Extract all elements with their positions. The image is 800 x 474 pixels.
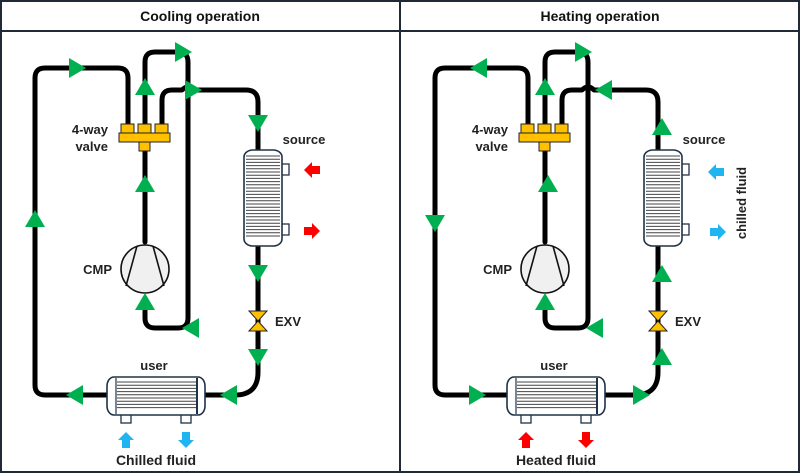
source-fluid-in-arrow-icon — [304, 162, 320, 178]
flow-arrow-icon — [535, 78, 555, 95]
expansion-valve-icon — [647, 310, 669, 332]
user-fluid-out-arrow-icon — [578, 432, 594, 448]
pipe-valve-to-source — [559, 84, 661, 153]
compressor-label: CMP — [483, 262, 512, 277]
source-heat-exchanger-icon — [243, 149, 290, 247]
flow-arrow-icon — [425, 215, 445, 232]
flow-arrow-icon — [69, 58, 86, 78]
source-fluid-out-arrow-icon — [710, 224, 726, 240]
flow-arrow-icon — [182, 318, 199, 338]
user-heat-exchanger-icon — [506, 376, 606, 424]
four-way-valve-icon — [518, 123, 571, 152]
pipe-valve-to-source — [159, 84, 261, 153]
flow-arrow-icon — [535, 293, 555, 310]
compressor-label: CMP — [83, 262, 112, 277]
flow-arrow-icon — [652, 118, 672, 135]
valve-label-line1: 4-way — [72, 122, 109, 137]
user-fluid-out-arrow-icon — [178, 432, 194, 448]
valve-label-line1: 4-way — [472, 122, 509, 137]
heating-panel-title: Heating operation — [540, 8, 659, 24]
source-fluid-label: chilled fluid — [734, 167, 749, 239]
exv-label: EXV — [275, 314, 301, 329]
flow-arrow-icon — [248, 349, 268, 366]
flow-arrow-icon — [66, 385, 83, 405]
flow-arrow-icon — [185, 80, 202, 100]
flow-arrow-icon — [175, 42, 192, 62]
flow-arrow-icon — [248, 265, 268, 282]
user-fluid-label: Chilled fluid — [116, 452, 196, 468]
pipe-valve-to-user — [432, 65, 531, 398]
flow-arrow-icon — [220, 385, 237, 405]
flow-arrow-icon — [248, 115, 268, 132]
source-heat-exchanger-icon — [643, 149, 690, 247]
exv-label: EXV — [675, 314, 701, 329]
flow-arrow-icon — [652, 348, 672, 365]
user-fluid-in-arrow-icon — [118, 432, 134, 448]
flow-arrow-icon — [575, 42, 592, 62]
flow-arrow-icon — [25, 210, 45, 227]
source-label: source — [683, 132, 726, 147]
pipe-valve-to-user — [32, 65, 131, 398]
user-fluid-in-arrow-icon — [518, 432, 534, 448]
four-way-valve-icon — [118, 123, 171, 152]
flow-arrow-icon — [135, 293, 155, 310]
pipe-source-exv-user — [602, 243, 661, 398]
source-label: source — [283, 132, 326, 147]
user-fluid-label: Heated fluid — [516, 452, 596, 468]
flow-arrow-icon — [469, 385, 486, 405]
flow-arrow-icon — [135, 175, 155, 192]
expansion-valve-icon — [247, 310, 269, 332]
compressor-icon — [520, 244, 570, 294]
flow-arrow-icon — [538, 175, 558, 192]
flow-arrow-icon — [595, 80, 612, 100]
user-label: user — [140, 358, 167, 373]
pipe-valve-suction-loop — [142, 49, 191, 331]
flow-arrow-icon — [652, 265, 672, 282]
flow-arrow-icon — [135, 78, 155, 95]
compressor-icon — [120, 244, 170, 294]
pipe-valve-suction-loop — [542, 49, 591, 331]
cooling-panel-title: Cooling operation — [140, 8, 260, 24]
user-label: user — [540, 358, 567, 373]
flow-arrow-icon — [586, 318, 603, 338]
user-heat-exchanger-icon — [106, 376, 206, 424]
valve-label-line2: valve — [75, 139, 108, 154]
source-fluid-out-arrow-icon — [304, 223, 320, 239]
source-fluid-in-arrow-icon — [708, 164, 724, 180]
valve-label-line2: valve — [475, 139, 508, 154]
flow-arrow-icon — [633, 385, 650, 405]
flow-arrow-icon — [470, 58, 487, 78]
